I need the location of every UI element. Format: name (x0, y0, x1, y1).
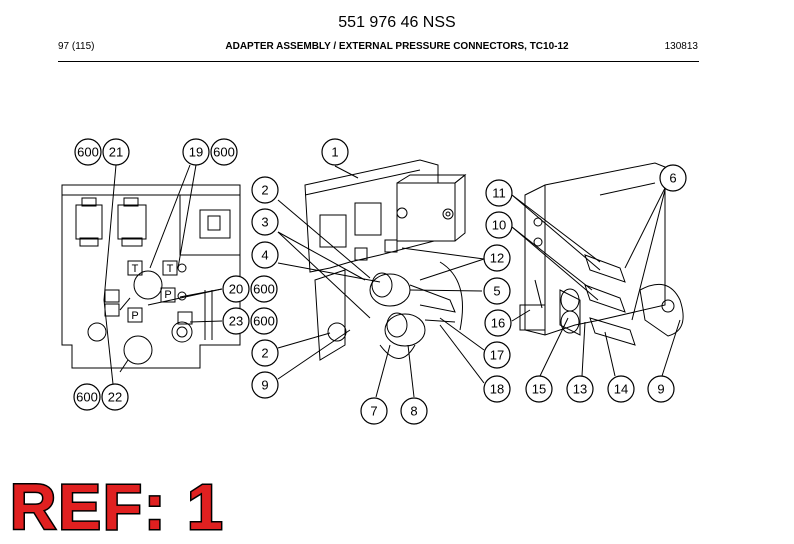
callout-23: 23 (222, 307, 250, 335)
label-plate-p-1: P (164, 289, 171, 301)
svg-text:9: 9 (261, 378, 268, 393)
callout-10: 10 (485, 211, 513, 239)
callout-600-top: 600 (210, 138, 238, 166)
callout-22: 22 (101, 383, 129, 411)
svg-text:13: 13 (573, 382, 587, 397)
callout-3: 3 (251, 208, 279, 236)
callout-2-upper: 2 (251, 176, 279, 204)
svg-text:600: 600 (253, 314, 275, 329)
header-rule (58, 61, 699, 62)
label-plate-p-2: P (131, 310, 138, 322)
left-panel-drawing (61, 184, 241, 373)
callout-18: 18 (483, 375, 511, 403)
svg-text:19: 19 (189, 145, 203, 160)
leader-lines (103, 164, 681, 398)
callout-16: 16 (484, 309, 512, 337)
callout-1: 1 (321, 138, 349, 166)
svg-text:600: 600 (76, 390, 98, 405)
callout-600-bottom-left: 600 (73, 383, 101, 411)
svg-text:5: 5 (493, 284, 500, 299)
callout-5: 5 (483, 277, 511, 305)
callout-21: 21 (102, 138, 130, 166)
callout-13: 13 (566, 375, 594, 403)
svg-text:14: 14 (614, 382, 628, 397)
svg-text:9: 9 (657, 382, 664, 397)
svg-text:600: 600 (77, 145, 99, 160)
callout-7: 7 (360, 397, 388, 425)
reference-stamp: REF: 1 (9, 470, 225, 544)
svg-text:600: 600 (253, 282, 275, 297)
page-title: ADAPTER ASSEMBLY / EXTERNAL PRESSURE CON… (225, 41, 569, 52)
svg-text:3: 3 (261, 215, 268, 230)
callout-20: 20 (222, 275, 250, 303)
svg-text:18: 18 (490, 382, 504, 397)
svg-text:20: 20 (229, 282, 243, 297)
svg-text:17: 17 (490, 348, 504, 363)
page-number: 97 (115) (58, 41, 95, 52)
right-assembly-drawing (519, 162, 684, 346)
label-plate-t-2: T (167, 263, 174, 275)
part-number: 551 976 46 NSS (338, 14, 456, 31)
callout-14: 14 (607, 375, 635, 403)
svg-text:8: 8 (410, 404, 417, 419)
svg-text:12: 12 (490, 251, 504, 266)
callout-8: 8 (400, 397, 428, 425)
svg-text:6: 6 (669, 171, 676, 186)
svg-text:1: 1 (331, 145, 338, 160)
callout-15: 15 (525, 375, 553, 403)
svg-text:22: 22 (108, 390, 122, 405)
callout-600-top-left: 600 (74, 138, 102, 166)
callout-9-right: 9 (647, 375, 675, 403)
svg-text:23: 23 (229, 314, 243, 329)
svg-text:2: 2 (261, 183, 268, 198)
svg-text:16: 16 (491, 316, 505, 331)
svg-text:10: 10 (492, 218, 506, 233)
label-plate-t-1: T (132, 263, 139, 275)
callout-11: 11 (485, 179, 513, 207)
svg-text:21: 21 (109, 145, 123, 160)
callout-6: 6 (659, 164, 687, 192)
callout-600-lower: 600 (250, 307, 278, 335)
svg-text:15: 15 (532, 382, 546, 397)
svg-text:2: 2 (261, 346, 268, 361)
callout-17: 17 (483, 341, 511, 369)
callout-4: 4 (251, 241, 279, 269)
callout-2-lower: 2 (251, 339, 279, 367)
callout-9-middle: 9 (251, 371, 279, 399)
svg-text:11: 11 (492, 186, 506, 201)
callout-12: 12 (483, 244, 511, 272)
callout-19: 19 (182, 138, 210, 166)
svg-text:4: 4 (261, 248, 268, 263)
date-code: 130813 (664, 41, 698, 52)
svg-text:600: 600 (213, 145, 235, 160)
callout-600-mid: 600 (250, 275, 278, 303)
svg-text:7: 7 (370, 404, 377, 419)
